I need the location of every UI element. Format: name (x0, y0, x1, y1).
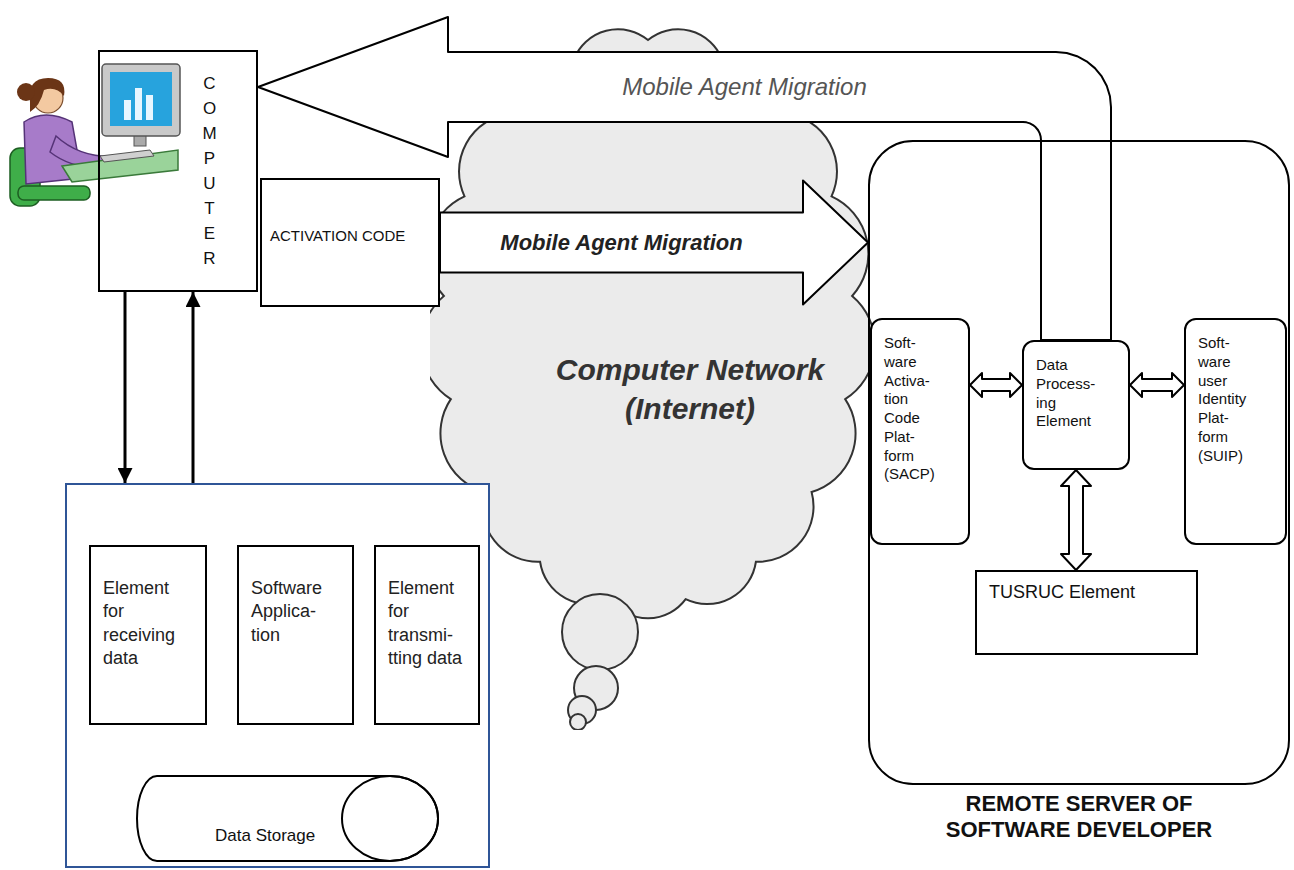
tusruc-box: TUSRUC Element (975, 570, 1198, 655)
block-arrow (970, 373, 1022, 397)
screen-bar (124, 100, 131, 120)
hair (30, 78, 65, 112)
cylinder-end (342, 776, 438, 861)
cloud-body (430, 29, 875, 618)
node-text: Computer Network (Internet) (525, 350, 855, 428)
node-text: TUSRUC Element (989, 582, 1184, 603)
node-text: Software Applica- tion (251, 577, 331, 647)
platform-box: Soft- ware Activa- tion Code Plat- form … (870, 318, 970, 545)
data-storage-cylinder: Data Storage (135, 775, 440, 862)
node-text: Element for receiving data (103, 577, 183, 671)
cylinder-outline (135, 775, 440, 862)
node-text: Data Process- ing Element (1036, 356, 1100, 431)
network-cloud: Computer Network (Internet) (430, 20, 880, 730)
node-text: Soft- ware Activa- tion Code Plat- form … (884, 334, 948, 484)
arrow-line (124, 292, 127, 483)
activation-code-box: ACTIVATION CODE (260, 178, 440, 307)
monitor (102, 64, 180, 136)
block-arrow (1061, 470, 1091, 570)
cloud-bubble (562, 594, 638, 670)
node-text: Element for transmi- tting data (388, 577, 468, 671)
desk (62, 150, 178, 182)
cylinder-body (137, 776, 438, 861)
node-text: Data Storage (215, 826, 315, 846)
cloud-bubble (570, 714, 586, 730)
node-text: ACTIVATION CODE (270, 227, 405, 244)
node-text: REMOTE SERVER OF SOFTWARE DEVELOPER (929, 791, 1229, 844)
element-box: Element for transmi- tting data (374, 545, 480, 725)
user-illustration (0, 0, 190, 215)
platform-box: Data Process- ing Element (1022, 340, 1130, 470)
platform-box: Soft- ware user Identity Plat- form (SUI… (1184, 318, 1287, 545)
element-box: Software Applica- tion (237, 545, 354, 725)
monitor-screen (110, 72, 172, 126)
client-software-box: Element for receiving data Software Appli… (65, 483, 490, 868)
block-arrow (1130, 373, 1184, 397)
chair-seat (18, 186, 90, 200)
arrow-line (192, 292, 195, 483)
node-text: Soft- ware user Identity Plat- form (SUI… (1198, 334, 1262, 465)
screen-bar (146, 95, 153, 120)
element-box: Element for receiving data (89, 545, 207, 725)
keyboard (100, 150, 154, 162)
screen-bar (135, 88, 142, 120)
node-text: COMPUTER (201, 71, 218, 271)
hair-bun (17, 83, 35, 101)
remote-server-box: REMOTE SERVER OF SOFTWARE DEVELOPERSoft-… (868, 140, 1290, 785)
computer-box: COMPUTER (98, 50, 258, 292)
